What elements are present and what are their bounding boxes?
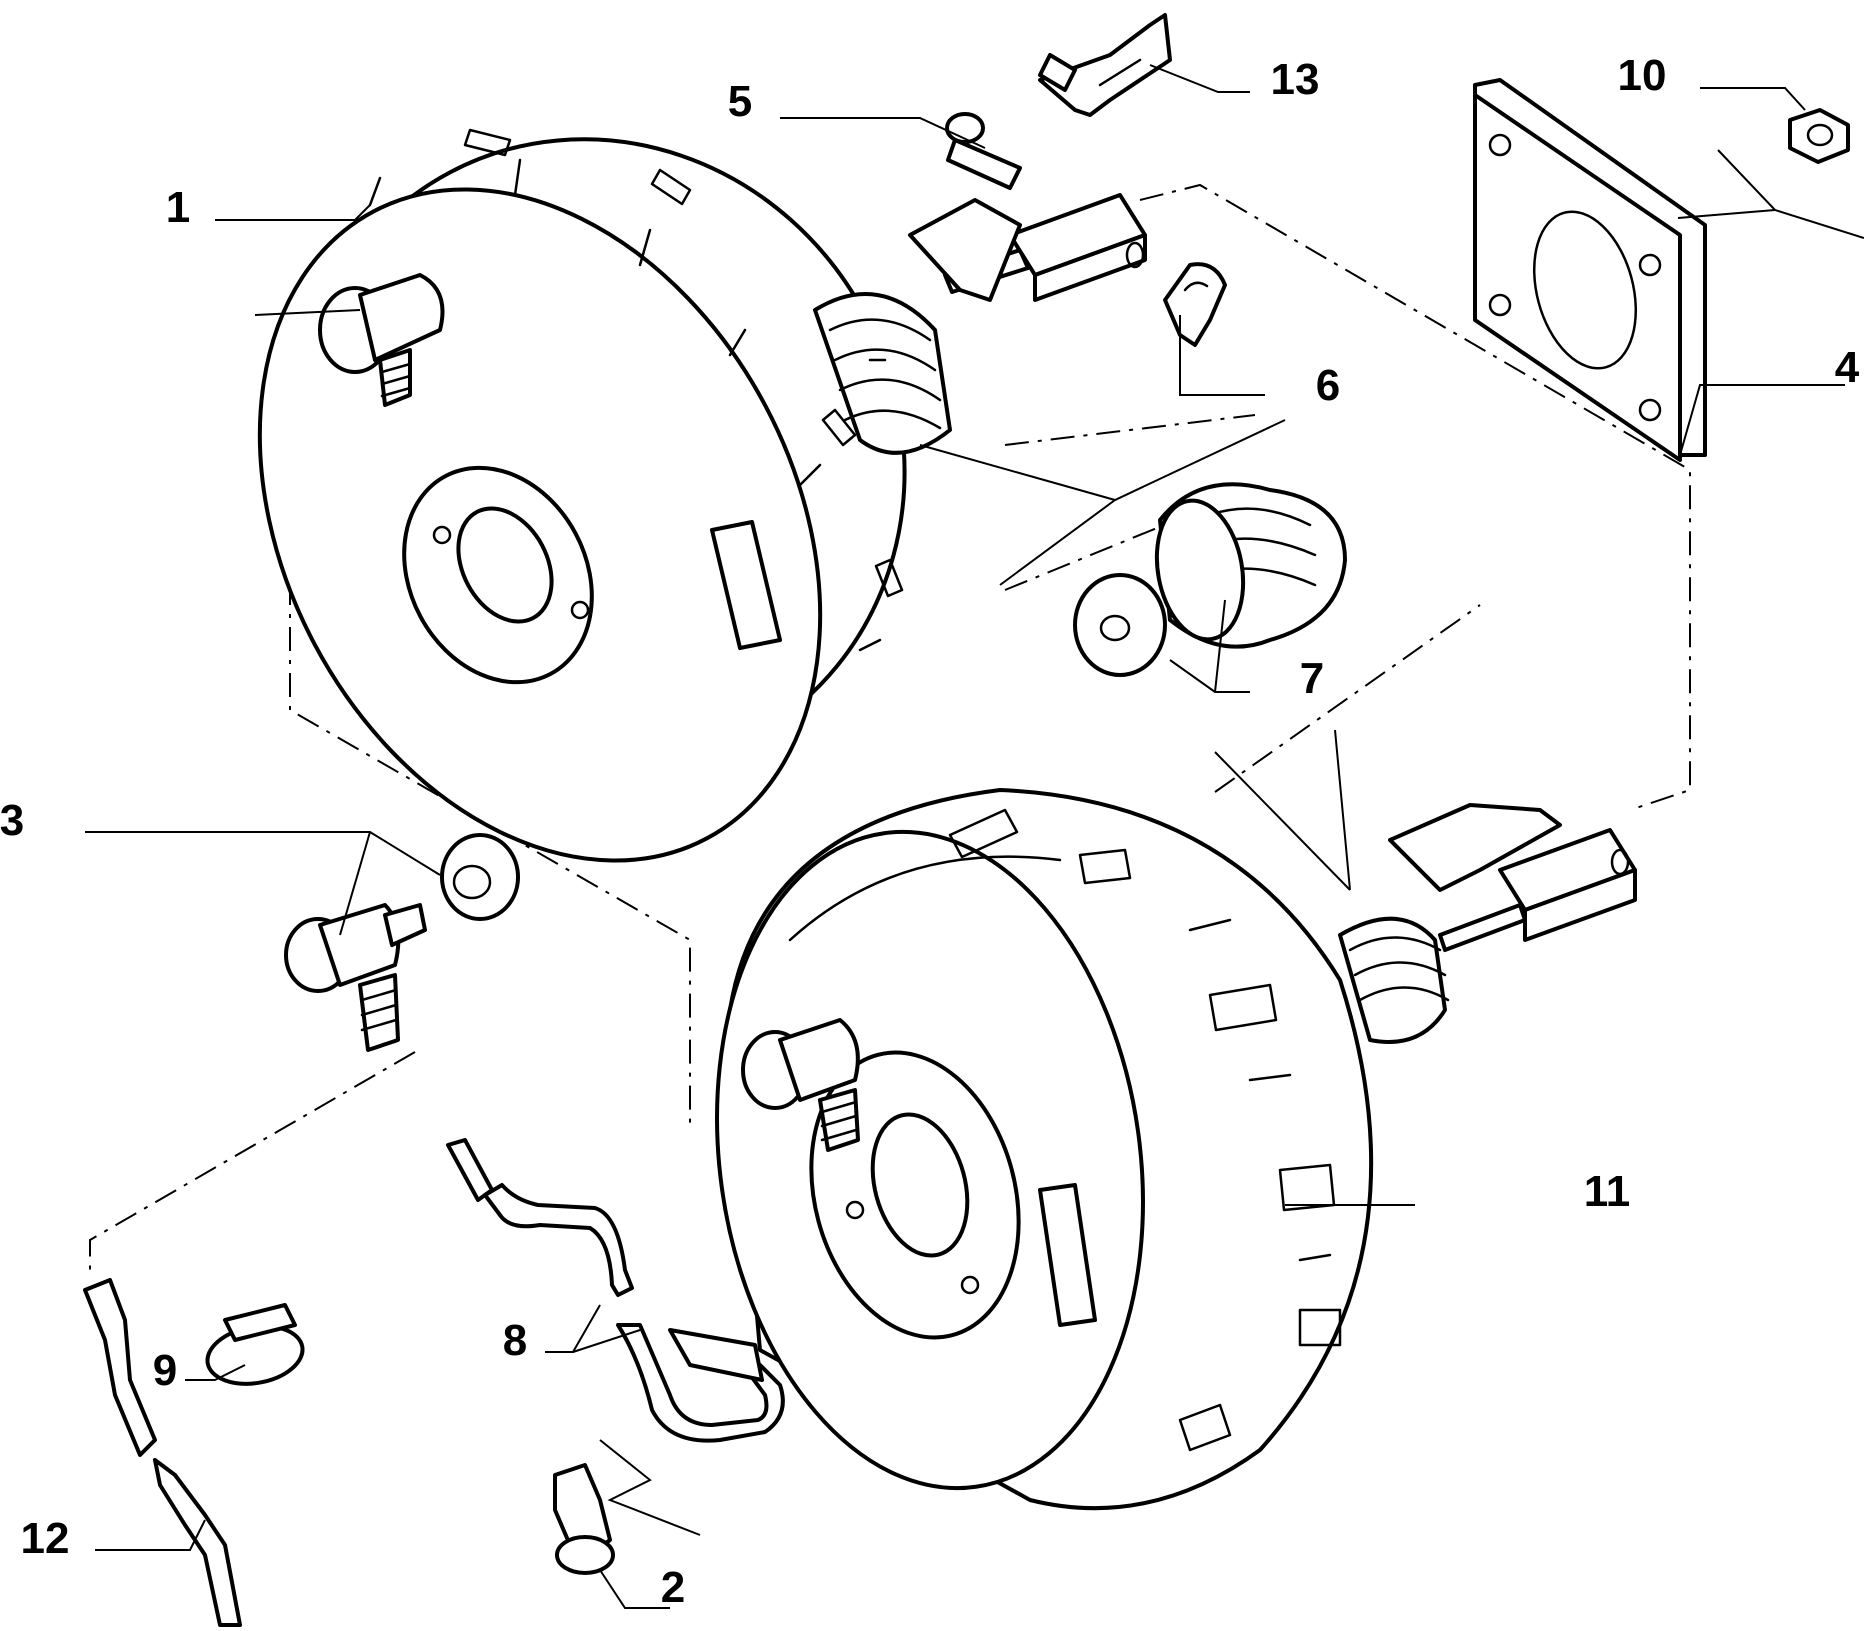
callout-13: 13 [1271,55,1320,104]
part-7-boot [1073,482,1347,677]
callout-3: 3 [0,796,24,845]
part-5-pin [945,112,1022,190]
callout-12: 12 [21,1514,70,1563]
part-6-clip [1163,262,1227,347]
callout-4: 4 [1835,343,1860,392]
brake-booster-upper [257,128,1147,863]
brake-booster-lower [715,788,1637,1511]
part-13-bracket [1038,13,1172,117]
part-2-clip [553,1463,615,1575]
callout-10: 10 [1618,51,1667,100]
leader-lines [85,64,1864,1609]
callout-1: 1 [166,183,190,232]
callout-5: 5 [728,77,752,126]
callout-2: 2 [661,1563,685,1612]
callout-6: 6 [1316,361,1340,410]
callout-7: 7 [1300,654,1324,703]
part-8-hose [446,1138,785,1443]
part-4-gasket [1473,78,1707,462]
callout-9: 9 [153,1346,177,1395]
callout-8: 8 [503,1316,527,1365]
part-3-valve [284,833,520,1052]
callout-labels: 1 2 3 4 5 6 7 8 9 10 11 12 13 [0,51,1860,1612]
part-10-nut [1788,108,1850,164]
part-12-hose [83,1278,242,1627]
part-9-clamp [205,1303,305,1386]
callout-11: 11 [1584,1167,1631,1216]
